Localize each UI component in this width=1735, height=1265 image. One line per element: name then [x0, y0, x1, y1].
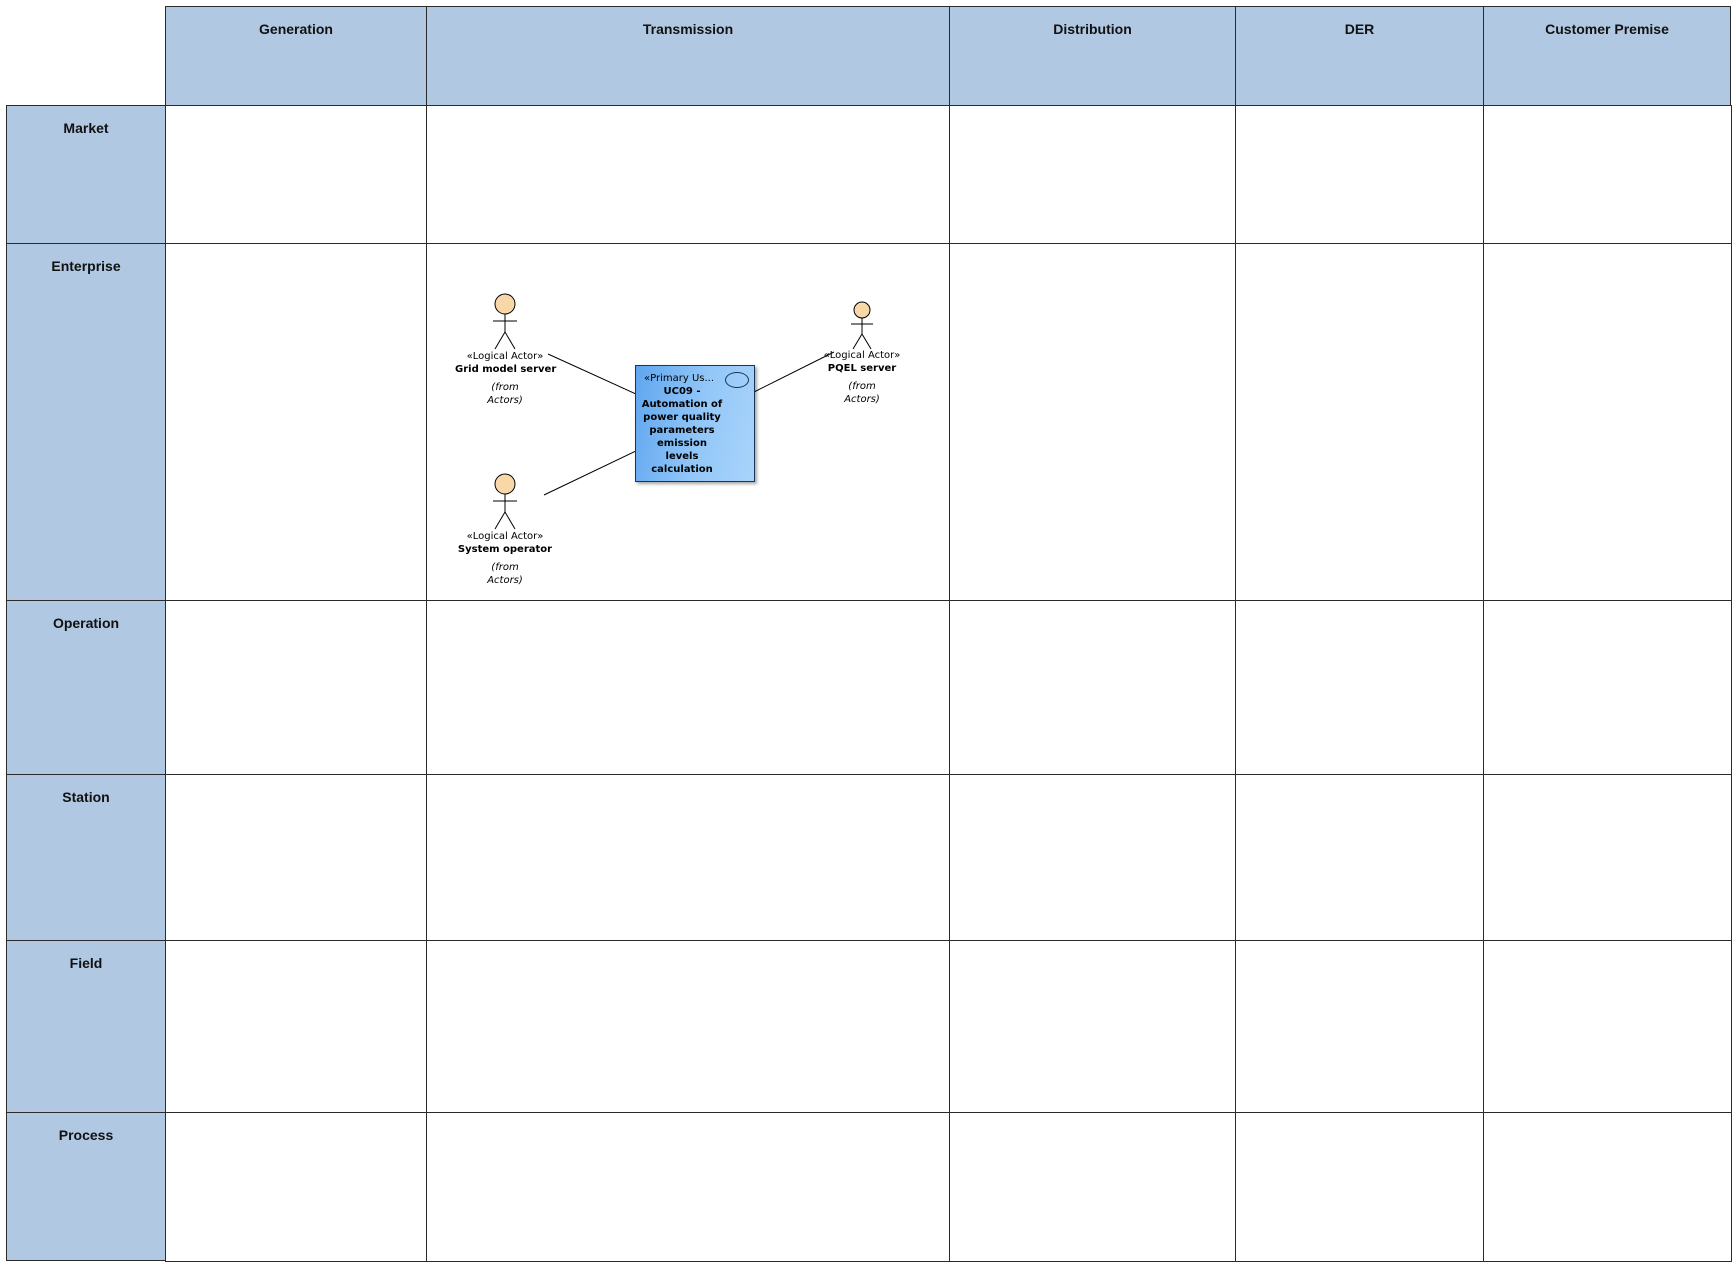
row-header-operation: Operation [6, 600, 166, 775]
grid-cell [1235, 774, 1484, 941]
row-header-field: Field [6, 940, 166, 1113]
column-header-generation: Generation [165, 6, 427, 106]
grid-cell [1483, 774, 1732, 941]
actor-origin: (from Actors) [844, 381, 880, 405]
actor-stereotype: «Logical Actor» [466, 531, 544, 542]
grid-cell [949, 774, 1236, 941]
grid-cell [165, 940, 427, 1113]
column-header-distribution: Distribution [949, 6, 1236, 106]
grid-cell [426, 600, 950, 775]
grid-cell [165, 105, 427, 244]
grid-cell [949, 105, 1236, 244]
grid-cell [949, 940, 1236, 1113]
actor-figure-grid-model-server[interactable] [490, 292, 520, 352]
grid-cell [426, 774, 950, 941]
grid-cell [1235, 1112, 1484, 1262]
column-header-transmission: Transmission [426, 6, 950, 106]
row-header-market: Market [6, 105, 166, 244]
actor-name: Grid model server [455, 364, 557, 375]
actor-origin: (from Actors) [487, 562, 523, 586]
grid-cell [1235, 940, 1484, 1113]
use-case-ellipse-icon [725, 372, 749, 388]
actor-head [494, 473, 516, 495]
column-header-customer-premise: Customer Premise [1483, 6, 1731, 106]
actor-name: System operator [457, 544, 553, 555]
grid-cell [1483, 600, 1732, 775]
grid-cell [1483, 243, 1732, 601]
grid-cell [165, 600, 427, 775]
actor-label-pqel-server: «Logical Actor» PQEL server (from Actors… [812, 349, 912, 406]
grid-cell [1483, 105, 1732, 244]
grid-cell [949, 1112, 1236, 1262]
grid-cell [949, 600, 1236, 775]
grid-cell [1235, 600, 1484, 775]
grid-cell [1483, 1112, 1732, 1262]
actor-label-system-operator: «Logical Actor» System operator (from Ac… [455, 530, 555, 587]
actor-stereotype: «Logical Actor» [466, 351, 544, 362]
row-header-enterprise: Enterprise [6, 243, 166, 601]
actor-label-grid-model-server: «Logical Actor» Grid model server (from … [455, 350, 557, 407]
column-header-der: DER [1235, 6, 1484, 106]
grid-cell [165, 1112, 427, 1262]
grid-cell [426, 105, 950, 244]
actor-stereotype: «Logical Actor» [823, 350, 901, 361]
actor-figure-pqel-server[interactable] [847, 300, 877, 352]
use-case-stereotype: «Primary Us... [644, 373, 715, 384]
grid-cell [426, 940, 950, 1113]
grid-cell [165, 243, 427, 601]
grid-cell [165, 774, 427, 941]
grid-cell [1483, 940, 1732, 1113]
actor-origin: (from Actors) [487, 382, 523, 406]
grid-cell [1235, 243, 1484, 601]
actor-head [853, 301, 871, 319]
actor-figure-system-operator[interactable] [490, 472, 520, 532]
grid-cell [1235, 105, 1484, 244]
grid-cell [949, 243, 1236, 601]
row-header-station: Station [6, 774, 166, 941]
use-case-title: UC09 - Automation of power quality param… [641, 386, 723, 475]
use-case-uc09[interactable]: «Primary Us... UC09 - Automation of powe… [635, 365, 755, 482]
row-header-process: Process [6, 1112, 166, 1261]
actor-name: PQEL server [827, 363, 897, 374]
grid-cell [426, 1112, 950, 1262]
actor-head [494, 293, 516, 315]
